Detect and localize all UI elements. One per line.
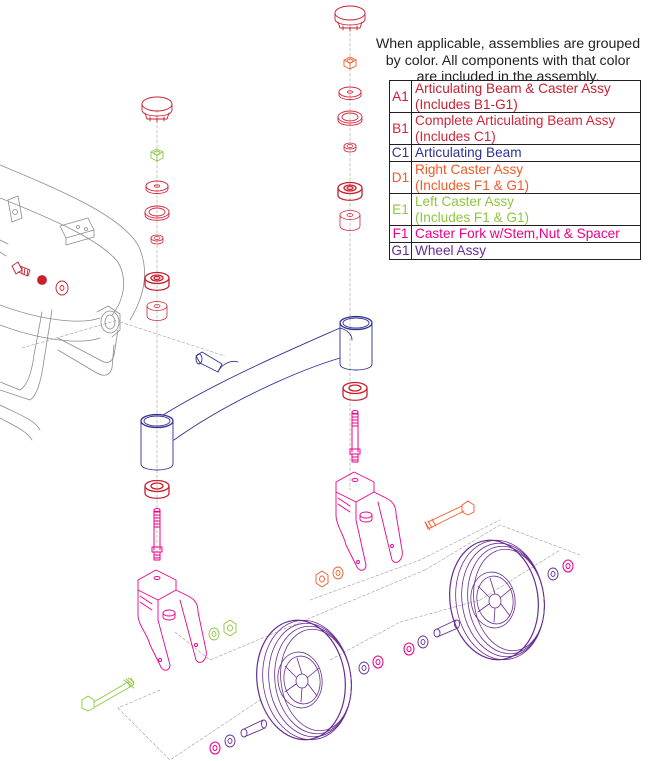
legend-description: Wheel Assy — [411, 241, 641, 260]
left-lower-bearing — [144, 479, 170, 499]
legend-description-line: Caster Fork w/Stem,Nut & Spacer — [415, 226, 620, 242]
legend-description-line: Articulating Beam — [415, 145, 522, 161]
pivot-washer — [55, 280, 69, 296]
legend-description: Articulating Beam — [411, 144, 641, 162]
right-small-bearing — [343, 142, 357, 153]
right-washer-flat — [338, 86, 362, 100]
fork-spacers — [209, 559, 574, 755]
legend-description-line: (Includes C1) — [415, 128, 496, 144]
color-grouping-note: When applicable, assemblies are grouped … — [368, 36, 648, 86]
left-wheel-spacer-tube — [240, 719, 267, 738]
right-lower-bearing — [342, 381, 368, 401]
legend-description-line: Left Caster Assy — [415, 194, 514, 210]
left-cap — [141, 96, 173, 123]
legend-description: Right Caster Assy(Includes F1 & G1) — [411, 160, 641, 195]
left-wheel — [256, 619, 352, 741]
legend-code: A1 — [389, 79, 412, 114]
pivot-bolt — [11, 261, 31, 277]
right-wheel-spacer-tube — [433, 619, 460, 638]
right-washer-ring — [337, 110, 363, 126]
legend-description: Articulating Beam & Caster Assy(Includes… — [411, 79, 641, 114]
legend-description-line: (Includes F1 & G1) — [415, 209, 530, 225]
left-caster-fork — [137, 569, 207, 671]
legend-description-line: (Includes B1-G1) — [415, 96, 518, 112]
legend-code: E1 — [389, 193, 412, 227]
note-line: by color. All components with that color — [385, 52, 631, 69]
legend-description-line: Right Caster Assy — [415, 161, 524, 177]
right-caster-fork — [335, 471, 403, 571]
legend-code: D1 — [389, 160, 412, 195]
left-nut — [150, 148, 164, 162]
legend-code: F1 — [389, 225, 412, 243]
right-axle-bolt — [424, 500, 475, 531]
left-washer-ring — [144, 205, 170, 221]
wheel-bearings — [224, 567, 559, 748]
right-axle-nut — [315, 570, 329, 588]
legend-description: Left Caster Assy(Includes F1 & G1) — [411, 193, 641, 227]
right-bearing — [337, 181, 363, 201]
left-axle-bolt — [81, 677, 135, 712]
scooter-frame — [0, 164, 146, 441]
note-line: When applicable, assemblies are grouped — [375, 36, 641, 52]
right-nut — [343, 56, 357, 70]
legend-description-line: Wheel Assy — [415, 242, 487, 258]
legend-code: G1 — [389, 241, 412, 260]
legend-description: Complete Articulating Beam Assy(Includes… — [411, 112, 641, 146]
legend-description-line: Complete Articulating Beam Assy — [415, 113, 616, 129]
right-spacer — [339, 210, 361, 231]
legend-description-line: Articulating Beam & Caster Assy — [415, 81, 611, 96]
right-wheel — [449, 539, 545, 661]
left-washer-flat — [145, 180, 169, 194]
legend-code: B1 — [389, 112, 412, 146]
right-cap — [334, 5, 366, 32]
left-small-bearing — [150, 234, 164, 245]
left-bearing — [144, 271, 170, 291]
left-spacer — [146, 301, 168, 321]
legend-code: C1 — [389, 144, 412, 162]
articulating-beam — [140, 315, 373, 471]
left-fork-stem — [151, 508, 163, 561]
left-axle-nut — [223, 619, 237, 637]
legend-description-line: (Includes F1 & G1) — [415, 177, 530, 193]
pivot-lock-washer — [37, 275, 47, 285]
legend-description: Caster Fork w/Stem,Nut & Spacer — [411, 225, 641, 243]
right-axle-washer — [332, 566, 344, 580]
right-fork-stem — [349, 410, 361, 463]
left-axle-washer — [208, 627, 220, 641]
